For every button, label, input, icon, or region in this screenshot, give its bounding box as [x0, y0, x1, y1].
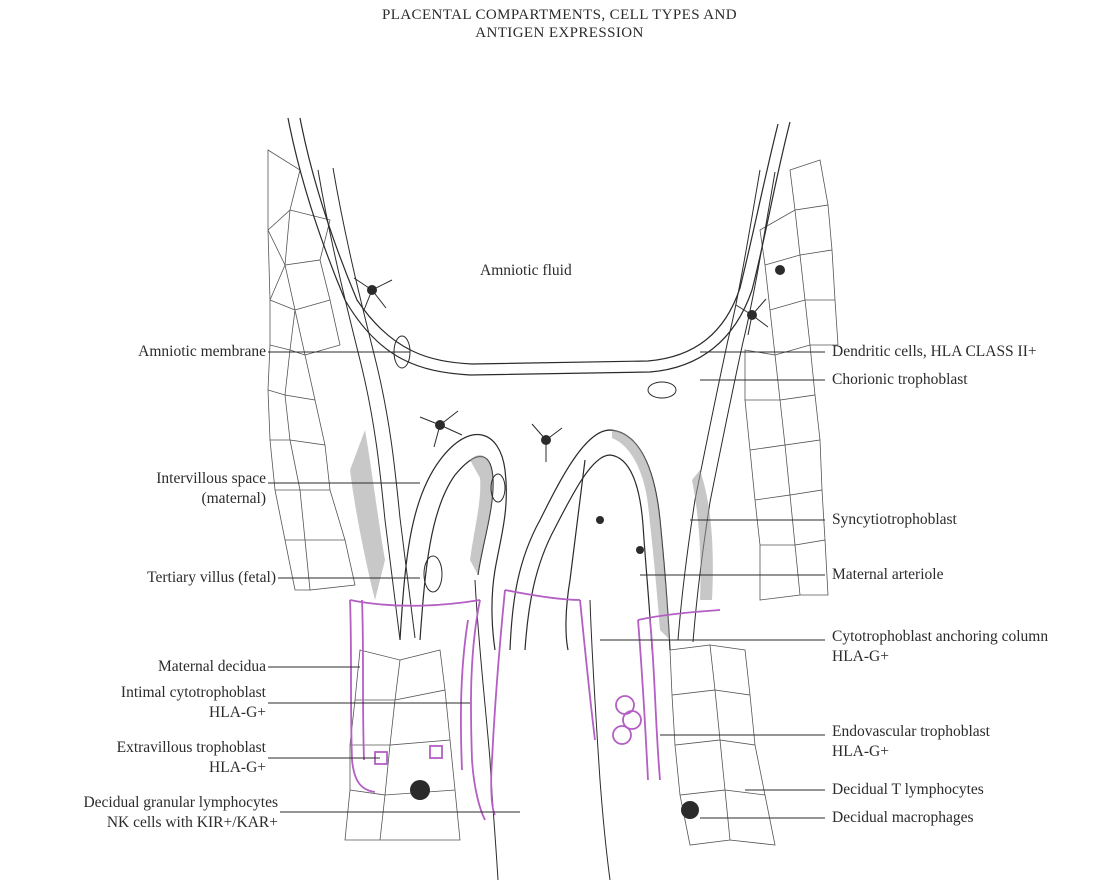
maternal-arteriole-walls [475, 580, 610, 880]
dendritic-cells [354, 278, 768, 462]
amniotic-membrane-outer [288, 118, 790, 375]
label-cytotrophoblast-column-line1: Cytotrophoblast anchoring column [832, 628, 1048, 646]
label-intimal-cytotrophoblast-line1: Intimal cytotrophoblast [121, 684, 266, 702]
label-intervillous-space-line2: (maternal) [201, 490, 266, 508]
villous-folds [400, 430, 670, 650]
label-decidual-granular-lymphocytes-line2: NK cells with KIR+/KAR+ [107, 814, 278, 832]
label-syncytiotrophoblast: Syncytiotrophoblast [832, 511, 957, 529]
decidua-cell-mesh-right [670, 160, 838, 845]
syncytiotrophoblast-shading [350, 430, 713, 640]
label-extravillous-trophoblast-line1: Extravillous trophoblast [117, 739, 266, 757]
label-intimal-cytotrophoblast-line2: HLA-G+ [209, 704, 266, 722]
label-amniotic-membrane: Amniotic membrane [138, 343, 266, 361]
label-amniotic-fluid: Amniotic fluid [480, 262, 572, 280]
label-maternal-arteriole: Maternal arteriole [832, 566, 943, 584]
label-endovascular-trophoblast-line2: HLA-G+ [832, 743, 889, 761]
label-cytotrophoblast-column-line2: HLA-G+ [832, 648, 889, 666]
label-decidual-t-lymphocytes: Decidual T lymphocytes [832, 781, 984, 799]
amniotic-membrane-inner [300, 118, 778, 364]
scattered-cells [367, 265, 785, 819]
label-tertiary-villus: Tertiary villus (fetal) [147, 569, 276, 587]
label-decidual-macrophages: Decidual macrophages [832, 809, 974, 827]
label-intervillous-space-line1: Intervillous space [156, 470, 266, 488]
label-decidual-granular-lymphocytes-line1: Decidual granular lymphocytes [83, 794, 278, 812]
label-chorionic-trophoblast: Chorionic trophoblast [832, 371, 968, 389]
label-maternal-decidua: Maternal decidua [158, 658, 266, 676]
label-extravillous-trophoblast-line2: HLA-G+ [209, 759, 266, 777]
label-endovascular-trophoblast-line1: Endovascular trophoblast [832, 723, 990, 741]
label-dendritic-cells: Dendritic cells, HLA CLASS II+ [832, 343, 1037, 361]
